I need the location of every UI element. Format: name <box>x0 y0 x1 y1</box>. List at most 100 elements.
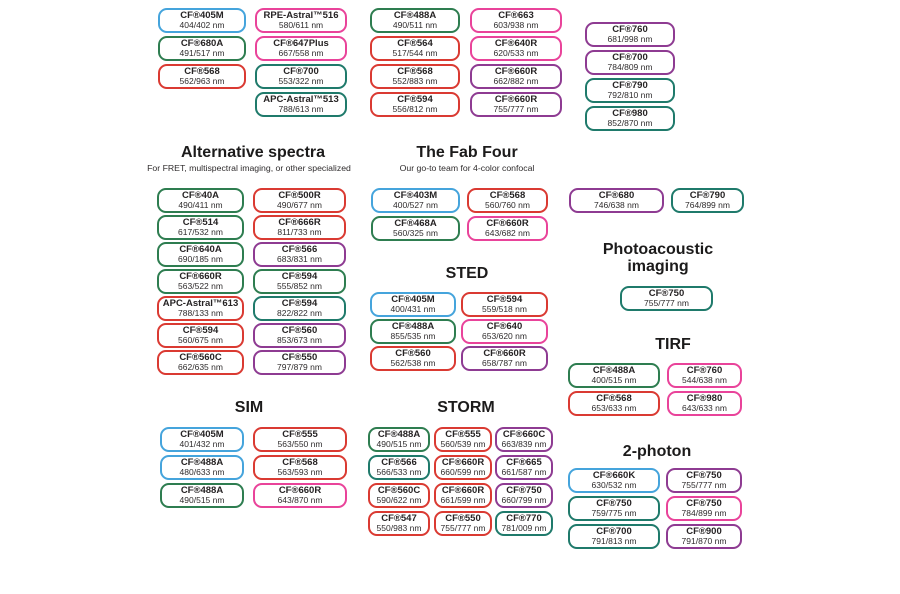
dye-wavelengths: 491/517 nm <box>179 48 225 59</box>
dye-wavelengths: 560/760 nm <box>485 200 530 211</box>
dye-wavelengths: 562/538 nm <box>390 358 436 369</box>
dye-wavelengths: 855/535 nm <box>390 331 436 342</box>
dye-wavelengths: 555/852 nm <box>277 281 322 292</box>
dye-wavelengths: 560/539 nm <box>440 439 486 450</box>
dye-name: CF®568 <box>282 457 318 469</box>
dye-wavelengths: 603/938 nm <box>493 20 539 31</box>
dye-wavelengths: 755/777 nm <box>681 480 727 491</box>
dye-wavelengths: 580/611 nm <box>278 20 324 31</box>
dye-name: CF®750 <box>506 485 542 497</box>
dye-name: CF®550 <box>445 513 481 525</box>
dye-wavelengths: 852/870 nm <box>607 118 653 129</box>
dye-name: CF®980 <box>686 393 723 405</box>
dye-wavelengths: 662/882 nm <box>493 76 539 87</box>
dye-name: CF®660R <box>494 94 538 106</box>
section-title-2-photon: 2-photon <box>622 443 692 460</box>
dye-name: CF®660C <box>502 429 546 441</box>
dye-name: CF®403M <box>393 190 438 202</box>
dye-wavelengths: 653/633 nm <box>591 403 637 414</box>
dye-wavelengths: 784/809 nm <box>607 62 653 73</box>
dye-wavelengths: 660/599 nm <box>440 467 486 478</box>
dye-wavelengths: 490/515 nm <box>179 495 225 506</box>
dye-wavelengths: 781/009 nm <box>501 523 547 534</box>
dye-wavelengths: 653/620 nm <box>482 331 527 342</box>
section-title-alternative-spectra: Alternative spectra <box>180 144 326 161</box>
dye-name: CF®700 <box>283 66 319 78</box>
dye-wavelengths: 490/515 nm <box>376 439 422 450</box>
dye-wavelengths: 400/515 nm <box>591 375 637 386</box>
dye-wavelengths: 590/622 nm <box>376 495 422 506</box>
dye-name: CF®568 <box>489 190 526 202</box>
dye-name: CF®790 <box>612 80 648 92</box>
dye-wavelengths: 667/558 nm <box>278 48 324 59</box>
dye-name: CF®660R <box>494 66 538 78</box>
dye-wavelengths: 617/532 nm <box>178 227 223 238</box>
dye-name: CF®660R <box>278 485 322 497</box>
dye-wavelengths: 764/899 nm <box>685 200 730 211</box>
dye-name: CF®640R <box>494 38 538 50</box>
dye-name: CF®900 <box>686 526 722 538</box>
dye-name: CF®680A <box>180 38 224 50</box>
dye-name: CF®564 <box>397 38 433 50</box>
dye-wavelengths: 788/613 nm <box>278 104 324 115</box>
dye-wavelengths: 630/532 nm <box>591 480 637 491</box>
dye-name: CF®665 <box>506 457 542 469</box>
dye-name: CF®760 <box>612 24 648 36</box>
dye-name: APC-Astral™513 <box>263 94 339 106</box>
dye-wavelengths: 690/185 nm <box>178 254 223 265</box>
dye-name: CF®750 <box>648 288 685 300</box>
dye-name: CF®555 <box>282 429 318 441</box>
dye-wavelengths: 660/799 nm <box>501 495 547 506</box>
dye-wavelengths: 562/963 nm <box>179 76 225 87</box>
dye-wavelengths: 490/411 nm <box>178 200 223 211</box>
dye-name: CF®40A <box>181 190 220 202</box>
dye-wavelengths: 566/533 nm <box>376 467 422 478</box>
dye-wavelengths: 643/682 nm <box>485 228 530 239</box>
dye-name: CF®560 <box>395 348 431 360</box>
dye-name: CF®663 <box>498 10 534 22</box>
dye-wavelengths: 404/402 nm <box>179 20 225 31</box>
dye-wavelengths: 662/635 nm <box>178 362 223 373</box>
